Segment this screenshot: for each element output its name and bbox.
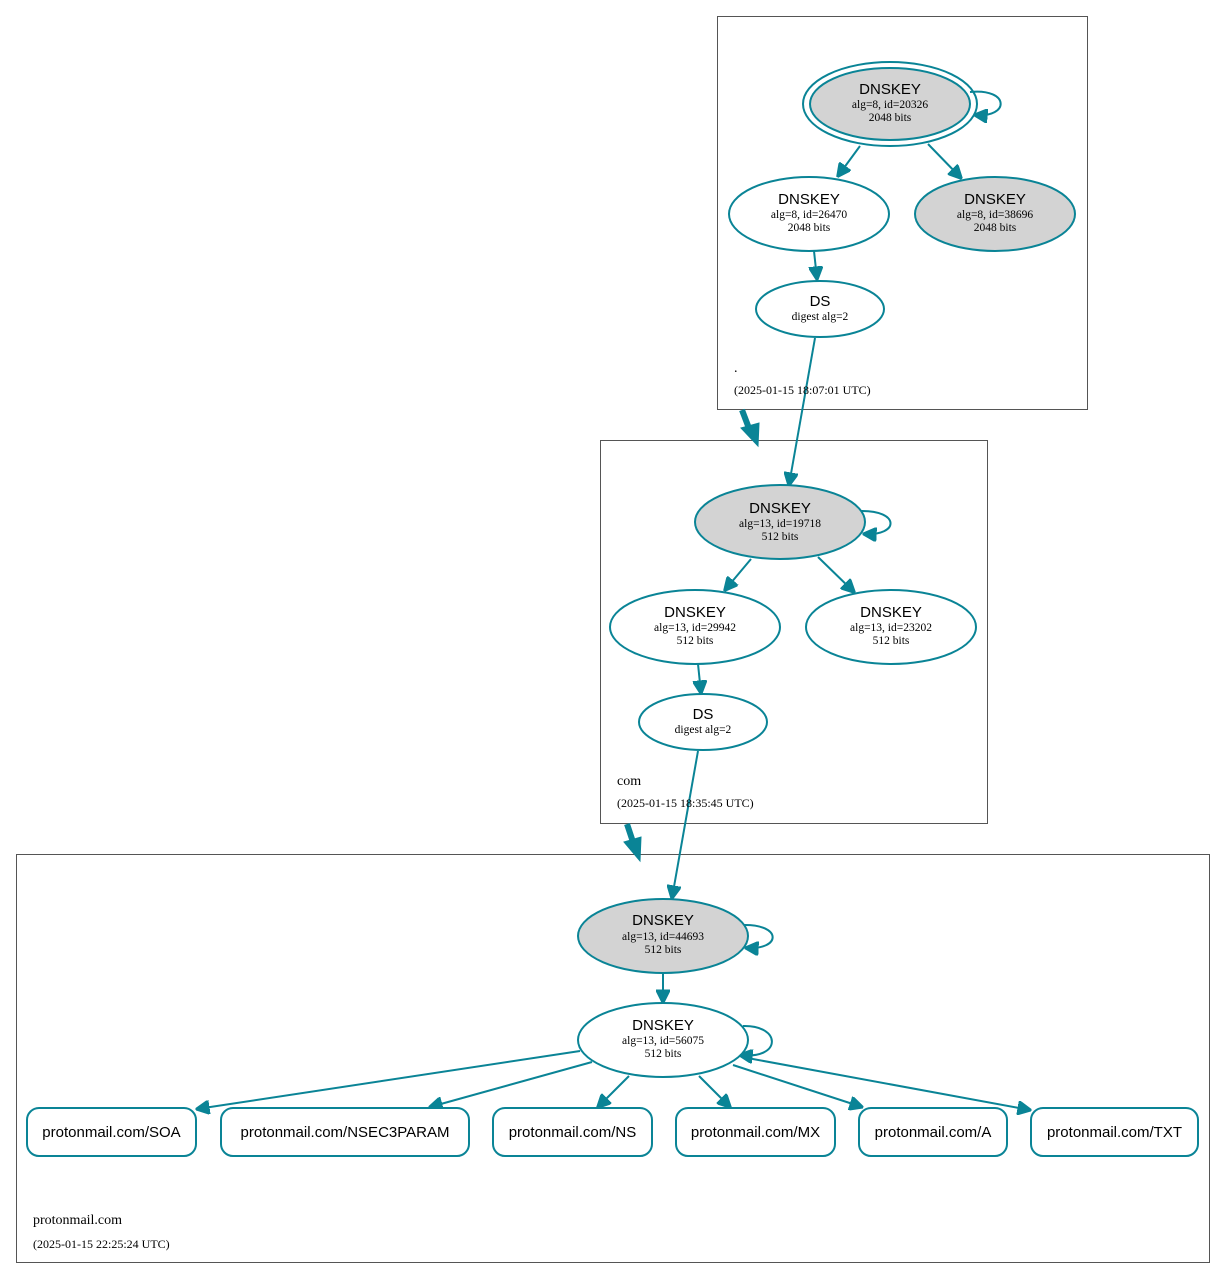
- zone-protonmail-box: [16, 854, 1210, 1263]
- node-root-ksk: DNSKEY alg=8, id=20326 2048 bits: [802, 61, 978, 147]
- node-title: DNSKEY: [859, 81, 921, 98]
- edge-root-zsk-ds: [814, 250, 817, 279]
- delegation-arrow-com-protonmail: [623, 823, 642, 863]
- node-key-info: alg=13, id=56075: [622, 1035, 704, 1047]
- edge-pm-zsk-mx: [698, 1075, 730, 1107]
- node-title: DNSKEY: [632, 1017, 694, 1034]
- edge-root-ds-com-ksk: [789, 337, 816, 485]
- edge-pm-zsk-a: [732, 1064, 862, 1107]
- rrset-mx: protonmail.com/MX: [675, 1107, 836, 1157]
- zone-protonmail-timestamp: (2025-01-15 22:25:24 UTC): [33, 1237, 170, 1251]
- node-com-ksk: DNSKEY alg=13, id=19718 512 bits: [694, 484, 866, 560]
- node-key-bits: 512 bits: [873, 635, 910, 647]
- node-key-bits: 2048 bits: [869, 112, 912, 124]
- node-title: DS: [693, 706, 714, 723]
- delegation-arrow-root-com: [739, 408, 760, 448]
- node-pm-zsk: DNSKEY alg=13, id=56075 512 bits: [577, 1002, 749, 1078]
- node-key-info: alg=13, id=44693: [622, 931, 704, 943]
- rrset-txt: protonmail.com/TXT: [1030, 1107, 1199, 1157]
- zone-com-timestamp: (2025-01-15 18:35:45 UTC): [617, 796, 754, 810]
- rrset-label: protonmail.com/A: [875, 1124, 992, 1141]
- node-key-info: alg=8, id=26470: [771, 209, 847, 221]
- edge-root-ksk-key3: [927, 143, 961, 178]
- edge-pm-zsk-self: [740, 1024, 773, 1056]
- rrset-nsec3param: protonmail.com/NSEC3PARAM: [220, 1107, 470, 1157]
- edge-pm-zsk-ns: [598, 1075, 630, 1107]
- node-title: DNSKEY: [860, 604, 922, 621]
- rrset-label: protonmail.com/NS: [509, 1124, 637, 1141]
- node-root-key3: DNSKEY alg=8, id=38696 2048 bits: [914, 176, 1076, 252]
- node-key-info: alg=8, id=38696: [957, 209, 1033, 221]
- edge-com-ksk-zsk: [725, 558, 752, 590]
- edge-pm-zsk-txt: [741, 1056, 1030, 1110]
- zone-root-timestamp: (2025-01-15 18:07:01 UTC): [734, 383, 871, 397]
- node-key-bits: 2048 bits: [974, 222, 1017, 234]
- zone-protonmail-name: protonmail.com: [33, 1213, 122, 1228]
- edge-pm-zsk-nsec3param: [430, 1061, 593, 1107]
- zone-com-name: com: [617, 774, 641, 789]
- zone-com-box: [600, 440, 988, 824]
- node-title: DNSKEY: [964, 191, 1026, 208]
- node-root-zsk: DNSKEY alg=8, id=26470 2048 bits: [728, 176, 890, 252]
- node-com-zsk2: DNSKEY alg=13, id=23202 512 bits: [805, 589, 977, 665]
- edge-com-ds-pm-ksk: [672, 750, 699, 898]
- rrset-label: protonmail.com/SOA: [42, 1124, 180, 1141]
- node-key-bits: 512 bits: [645, 944, 682, 956]
- node-title: DNSKEY: [778, 191, 840, 208]
- node-title: DNSKEY: [632, 912, 694, 929]
- node-key-bits: 512 bits: [677, 635, 714, 647]
- node-ds-info: digest alg=2: [675, 724, 732, 736]
- edge-pm-zsk-soa: [197, 1050, 581, 1109]
- node-key-info: alg=13, id=19718: [739, 518, 821, 530]
- node-key-info: alg=13, id=29942: [654, 622, 736, 634]
- edge-root-ksk-zsk: [838, 145, 861, 176]
- node-root-ds: DS digest alg=2: [755, 280, 885, 338]
- node-com-zsk: DNSKEY alg=13, id=29942 512 bits: [609, 589, 781, 665]
- rrset-soa: protonmail.com/SOA: [26, 1107, 197, 1157]
- node-title: DNSKEY: [749, 500, 811, 517]
- rrset-label: protonmail.com/MX: [691, 1124, 820, 1141]
- edge-root-ksk-self: [969, 90, 1002, 116]
- zone-root-box: [717, 16, 1088, 410]
- node-title: DS: [810, 293, 831, 310]
- rrset-label: protonmail.com/NSEC3PARAM: [241, 1124, 450, 1141]
- rrset-a: protonmail.com/A: [858, 1107, 1008, 1157]
- edge-com-zsk-ds: [698, 663, 701, 693]
- edge-pm-ksk-self: [742, 923, 774, 948]
- node-key-bits: 2048 bits: [788, 222, 831, 234]
- node-key-bits: 512 bits: [645, 1048, 682, 1060]
- node-key-info: alg=8, id=20326: [852, 99, 928, 111]
- node-pm-ksk: DNSKEY alg=13, id=44693 512 bits: [577, 898, 749, 974]
- node-com-ds: DS digest alg=2: [638, 693, 768, 751]
- rrset-ns: protonmail.com/NS: [492, 1107, 653, 1157]
- edge-com-ksk-self: [859, 509, 892, 534]
- rrset-label: protonmail.com/TXT: [1047, 1124, 1182, 1141]
- node-title: DNSKEY: [664, 604, 726, 621]
- node-key-info: alg=13, id=23202: [850, 622, 932, 634]
- node-key-bits: 512 bits: [762, 531, 799, 543]
- node-ds-info: digest alg=2: [792, 311, 849, 323]
- zone-root-name: .: [734, 361, 738, 376]
- edge-com-ksk-zsk2: [817, 556, 854, 592]
